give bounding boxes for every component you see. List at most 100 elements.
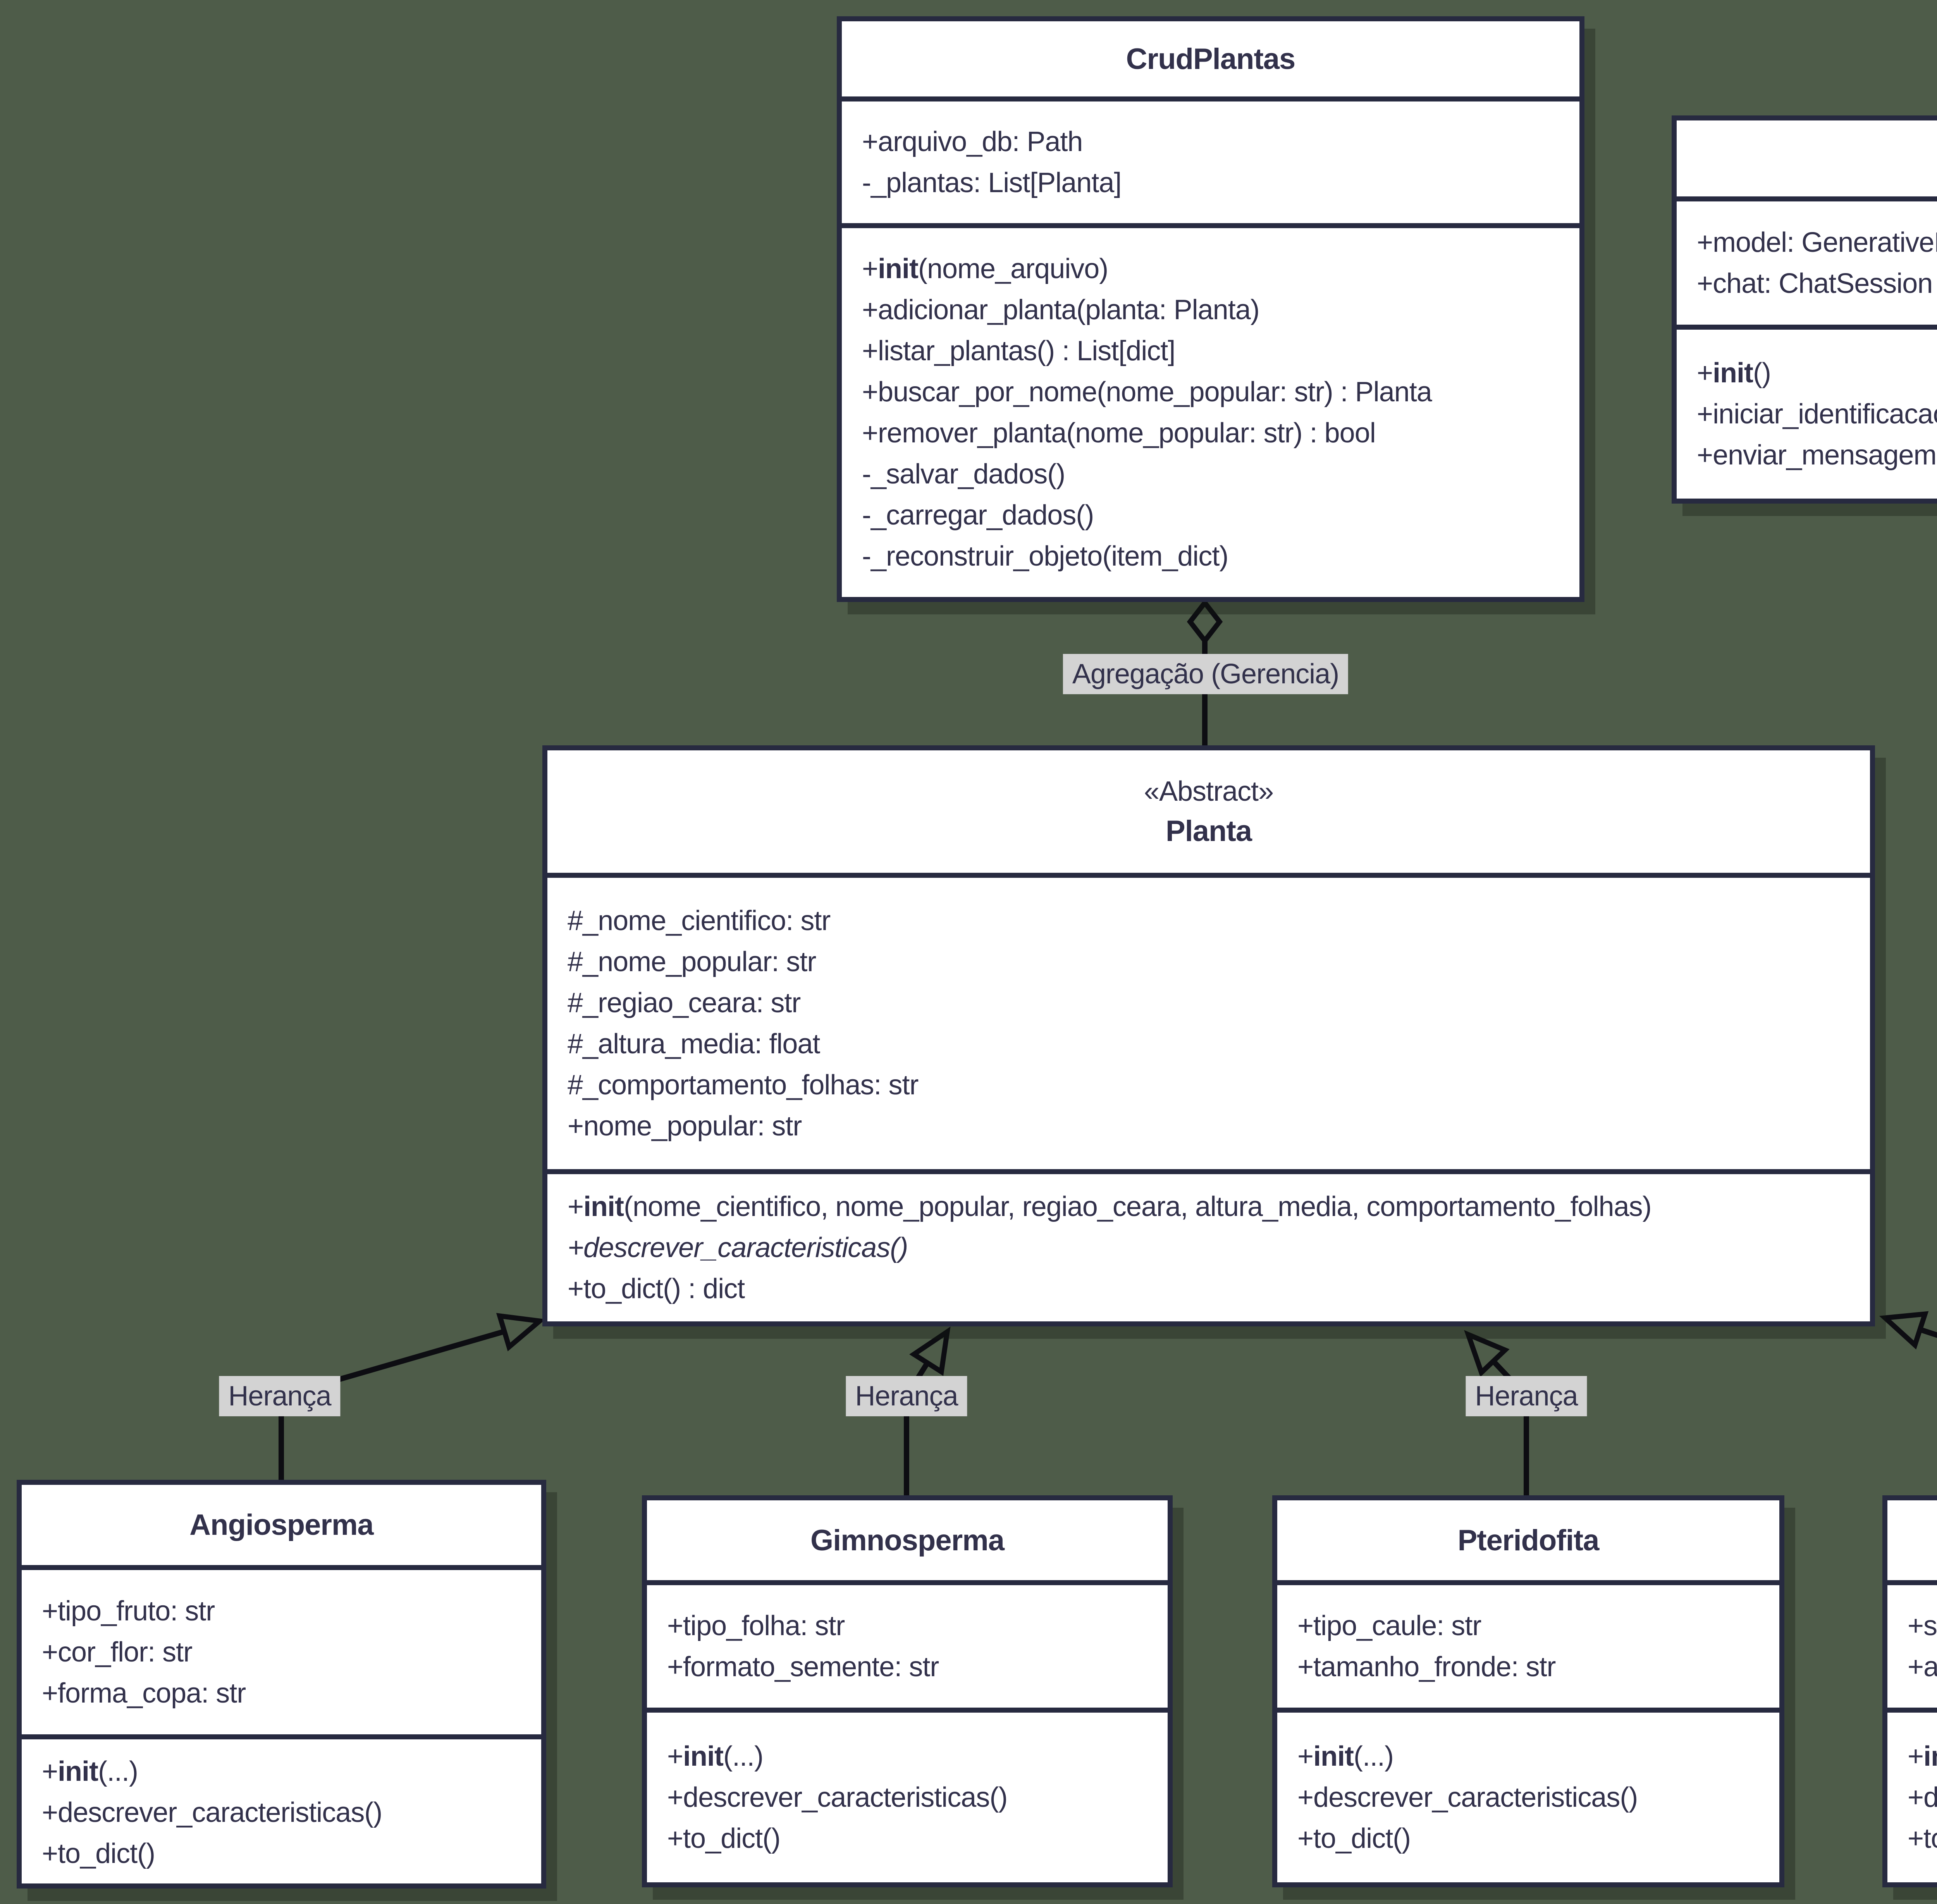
member-text: init xyxy=(1923,1741,1937,1772)
inheritance-edge-line xyxy=(1919,1327,1937,1338)
method-row: +to_dict() xyxy=(667,1818,1147,1859)
member-text: + xyxy=(1297,1741,1314,1772)
attribute-row: +aparencia_textura: str xyxy=(1908,1646,1937,1687)
method-row: +init(...) xyxy=(1297,1736,1759,1777)
attributes-section: +model: GenerativeModel +chat: ChatSessi… xyxy=(1677,201,1937,330)
method-row: +init(...) xyxy=(42,1751,521,1792)
member-text: #_nome_cientifico: str xyxy=(568,905,831,936)
attribute-row: +forma_copa: str xyxy=(42,1673,521,1714)
member-text: +to_dict() xyxy=(667,1823,781,1854)
method-row: +to_dict() xyxy=(1908,1818,1937,1859)
attribute-row: +chat: ChatSession xyxy=(1697,263,1937,304)
attribute-row: +tipo_fruto: str xyxy=(42,1591,521,1632)
member-text: +tipo_fruto: str xyxy=(42,1596,215,1627)
inheritance-arrow-icon xyxy=(1879,1311,1929,1350)
member-text: +tipo_folha: str xyxy=(667,1610,845,1641)
member-text: #_comportamento_folhas: str xyxy=(568,1070,919,1101)
methods-section: +init() +iniciar_identificacao(lista_pla… xyxy=(1677,330,1937,499)
member-text: +arquivo_db: Path xyxy=(862,126,1083,157)
member-text: + xyxy=(667,1741,683,1772)
method-row: +to_dict() xyxy=(1297,1818,1759,1859)
methods-section: +init(nome_arquivo) +adicionar_planta(pl… xyxy=(842,228,1579,597)
attribute-row: +nome_popular: str xyxy=(568,1106,1850,1147)
member-text: () xyxy=(1753,358,1771,389)
class-crudplantas: CrudPlantas +arquivo_db: Path -_plantas:… xyxy=(837,16,1584,602)
inheritance-arrow-icon xyxy=(909,1326,951,1376)
class-title: Angiosperma xyxy=(22,1485,541,1570)
method-row: +descrever_caracteristicas() xyxy=(667,1777,1147,1818)
attribute-row: #_nome_popular: str xyxy=(568,941,1850,982)
member-text: +model: GenerativeModel xyxy=(1697,227,1937,258)
class-stereotype: «Abstract» xyxy=(1144,776,1274,807)
member-text: (nome_cientifico, nome_popular, regiao_c… xyxy=(624,1191,1652,1222)
member-text: +forma_copa: str xyxy=(42,1678,246,1709)
class-title: BotanicoAI xyxy=(1677,120,1937,201)
member-text: (...) xyxy=(98,1756,138,1787)
class-planta: «Abstract» Planta #_nome_cientifico: str… xyxy=(542,745,1875,1326)
member-text: +aparencia_textura: str xyxy=(1908,1651,1937,1682)
member-text: init xyxy=(583,1191,624,1222)
class-title-text: Planta xyxy=(1165,814,1252,848)
class-briofita: Briofita +substrato: str +aparencia_text… xyxy=(1882,1495,1937,1887)
member-text: +tamanho_fronde: str xyxy=(1297,1651,1556,1682)
class-angiosperma: Angiosperma +tipo_fruto: str +cor_flor: … xyxy=(17,1480,546,1889)
member-text: + xyxy=(568,1191,584,1222)
inheritance-edge-briofita xyxy=(1879,1311,1937,1350)
methods-section: +init(...) +descrever_caracteristicas() … xyxy=(1277,1713,1779,1882)
method-row-abstract: +descrever_caracteristicas() xyxy=(568,1227,1850,1268)
inheritance-label-angiosperma: Herança xyxy=(219,1376,341,1416)
member-text: +cor_flor: str xyxy=(42,1637,193,1668)
member-text: #_altura_media: float xyxy=(568,1029,820,1059)
method-row: -_reconstruir_objeto(item_dict) xyxy=(862,536,1559,577)
member-text: +iniciar_identificacao(lista_plantas_dic… xyxy=(1697,399,1937,430)
method-row: +init() xyxy=(1697,353,1937,394)
attributes-section: +tipo_caule: str +tamanho_fronde: str xyxy=(1277,1585,1779,1713)
member-text: -_reconstruir_objeto(item_dict) xyxy=(862,541,1228,572)
method-row: +to_dict() xyxy=(42,1833,521,1874)
member-text: +descrever_caracteristicas() xyxy=(1297,1782,1638,1813)
member-text: init xyxy=(683,1741,724,1772)
member-text: +substrato: str xyxy=(1908,1610,1937,1641)
methods-section: +init(nome_cientifico, nome_popular, reg… xyxy=(547,1174,1870,1321)
inheritance-arrow-icon xyxy=(1464,1330,1510,1377)
member-text: +remover_planta(nome_popular: str) : boo… xyxy=(862,418,1376,449)
member-text: +buscar_por_nome(nome_popular: str) : Pl… xyxy=(862,377,1432,408)
method-row: +descrever_caracteristicas() xyxy=(1908,1777,1937,1818)
method-row: -_carregar_dados() xyxy=(862,495,1559,536)
class-title-text: Pteridofita xyxy=(1457,1524,1600,1557)
attribute-row: +tipo_caule: str xyxy=(1297,1605,1759,1646)
member-text: +to_dict() : dict xyxy=(568,1273,745,1304)
member-text: +enviar_mensagem(texto_usuario) : str xyxy=(1697,440,1937,471)
member-text: init xyxy=(1713,358,1753,389)
class-title: Pteridofita xyxy=(1277,1500,1779,1585)
member-text: +to_dict() xyxy=(1908,1823,1937,1854)
member-text: -_carregar_dados() xyxy=(862,500,1094,531)
class-title: Briofita xyxy=(1887,1500,1937,1585)
class-title-text: Gimnosperma xyxy=(810,1524,1005,1557)
method-row: +iniciar_identificacao(lista_plantas_dic… xyxy=(1697,394,1937,435)
member-text: + xyxy=(862,253,878,284)
inheritance-arrow-icon xyxy=(496,1313,546,1352)
method-row: +init(nome_arquivo) xyxy=(862,248,1559,289)
attributes-section: +tipo_fruto: str +cor_flor: str +forma_c… xyxy=(22,1570,541,1739)
class-title-text: Angiosperma xyxy=(189,1508,374,1541)
method-row: +init(nome_cientifico, nome_popular, reg… xyxy=(568,1186,1850,1227)
inheritance-label-gimnosperma: Herança xyxy=(846,1376,967,1416)
attribute-row: +tamanho_fronde: str xyxy=(1297,1646,1759,1687)
member-text: +formato_semente: str xyxy=(667,1651,939,1682)
class-title: «Abstract» Planta xyxy=(547,750,1870,878)
member-text: +listar_plantas() : List[dict] xyxy=(862,335,1175,366)
attribute-row: #_comportamento_folhas: str xyxy=(568,1065,1850,1106)
member-text: #_regiao_ceara: str xyxy=(568,987,801,1018)
class-title-text: CrudPlantas xyxy=(1126,42,1296,76)
member-text: +nome_popular: str xyxy=(568,1111,802,1142)
class-pteridofita: Pteridofita +tipo_caule: str +tamanho_fr… xyxy=(1272,1495,1784,1887)
attribute-row: -_plantas: List[Planta] xyxy=(862,162,1559,203)
attributes-section: +tipo_folha: str +formato_semente: str xyxy=(647,1585,1168,1713)
member-text: +adicionar_planta(planta: Planta) xyxy=(862,294,1260,325)
member-text: (...) xyxy=(723,1741,764,1772)
member-text: +to_dict() xyxy=(42,1838,155,1869)
attribute-row: +model: GenerativeModel xyxy=(1697,222,1937,263)
member-text: +descrever_caracteristicas() xyxy=(568,1232,908,1263)
